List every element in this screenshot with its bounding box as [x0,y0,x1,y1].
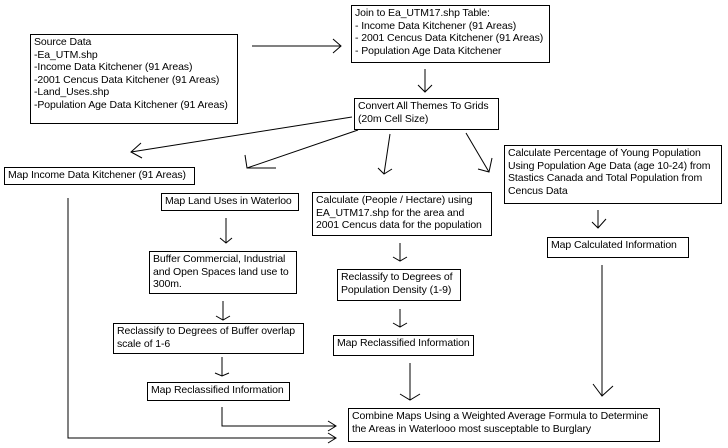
edge-land-uses-to-buffer [219,218,233,244]
calc-density-line: Calculate (People / Hectare) using [316,194,473,206]
edge-join-to-convert [417,69,433,93]
edge-convert-to-calc-young [465,132,493,173]
reclassify-density-line: Population Density (1-9) [341,283,452,296]
edge-calc-young-to-map [591,210,607,229]
node-map-reclassified-buffer: Map Reclassified Information [147,382,290,401]
node-combine-maps: Combine Maps Using a Weighted Average Fo… [348,408,660,442]
source-data-line: -Population Age Data Kitchener (91 Areas… [34,98,228,111]
convert-grids-line: Convert All Themes To Grids [358,100,489,112]
node-source-data: Source Data -Ea_UTM.shp -Income Data Kit… [30,34,238,124]
node-map-reclassified-density: Map Reclassified Information [333,335,474,356]
buffer-land-use-line: 300m. [153,278,182,290]
node-join-table: Join to Ea_UTM17.shp Table: - Income Dat… [351,5,550,63]
calc-young-pop-line: Calculate Percentage of Young Population [508,147,701,159]
node-reclassify-density: Reclassify to Degrees of Population Dens… [337,269,461,301]
edge-map-calculated-to-combine [592,265,614,397]
node-map-land-uses: Map Land Uses in Waterloo [161,193,299,211]
calc-density-line: 2001 Cencus data for the population [316,219,482,231]
join-table-line: - 2001 Cencus Data Kitchener (91 Areas) [355,32,544,44]
edge-convert-to-map-income [130,116,353,159]
calc-density-line: EA_UTM17.shp for the area and [316,206,465,219]
source-data-line: -Ea_UTM.shp [34,48,98,61]
reclassify-density-line: Reclassify to Degrees of [341,271,453,283]
buffer-land-use-line: and Open Spaces land use to [153,265,289,278]
map-calculated-line: Map Calculated Information [551,239,677,251]
edge-source-to-join [252,38,342,54]
combine-maps-line: the Areas in Waterlooo most susceptable … [352,422,592,435]
edge-map-income-to-combine [67,198,337,444]
buffer-land-use-line: Buffer Commercial, Industrial [153,253,286,265]
node-reclassify-buffer: Reclassify to Degrees of Buffer overlap … [113,323,304,354]
edge-reclassify-density-to-map [392,309,408,328]
source-data-line: -Land_Uses.shp [34,86,110,98]
node-calc-young-pop: Calculate Percentage of Young Population… [504,145,722,204]
edge-map-density-to-combine [399,363,421,401]
reclassify-buffer-line: scale of 1-6 [117,337,171,350]
edge-convert-to-map-land-uses [244,129,359,169]
map-income-line: Map Income Data Kitchener (91 Areas) [8,169,186,181]
map-reclassified-buffer-line: Map Reclassified Information [151,384,284,396]
node-convert-grids: Convert All Themes To Grids (20m Cell Si… [354,98,499,130]
calc-young-pop-line: Cencus Data [508,184,568,197]
edge-convert-to-calc-density [377,133,393,175]
source-data-line: Source Data [34,36,92,48]
edge-reclassify-buffer-to-map [214,357,230,377]
node-buffer-land-use: Buffer Commercial, Industrial and Open S… [149,251,297,294]
node-map-calculated: Map Calculated Information [547,237,689,258]
node-calc-density: Calculate (People / Hectare) using EA_UT… [312,192,492,236]
calc-young-pop-line: Using Population Age Data (age 10-24) fr… [508,159,711,172]
join-table-line: - Income Data Kitchener (91 Areas) [355,19,517,32]
join-table-line: Join to Ea_UTM17.shp Table: [355,7,490,19]
edge-map-buffer-to-combine [221,407,337,432]
source-data-line: -2001 Cencus Data Kitchener (91 Areas) [34,73,220,86]
node-map-income: Map Income Data Kitchener (91 Areas) [4,167,195,185]
calc-young-pop-line: Stastics Canada and Total Population fro… [508,172,703,184]
combine-maps-line: Combine Maps Using a Weighted Average Fo… [352,410,649,422]
convert-grids-line: (20m Cell Size) [358,112,429,125]
edge-buffer-to-reclassify [215,301,231,321]
join-table-line: - Population Age Data Kitchener [355,44,502,57]
map-reclassified-density-line: Map Reclassified Information [337,337,470,349]
reclassify-buffer-line: Reclassify to Degrees of Buffer overlap [117,325,295,337]
source-data-line: -Income Data Kitchener (91 Areas) [34,61,193,73]
map-land-uses-line: Map Land Uses in Waterloo [165,195,292,207]
edge-calc-density-to-reclassify [392,243,408,262]
